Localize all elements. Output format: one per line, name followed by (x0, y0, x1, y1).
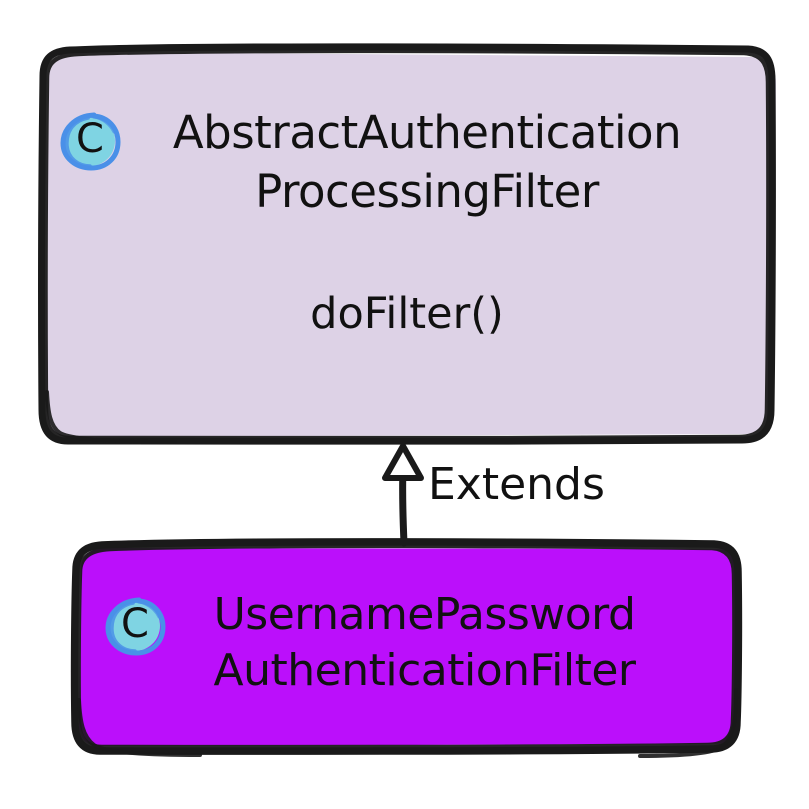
extends-arrowhead (382, 443, 424, 481)
class-stereotype-badge: C (58, 108, 122, 172)
class-node-abstract-authentication-processing-filter[interactable]: C AbstractAuthentication ProcessingFilte… (42, 48, 772, 440)
class-node-members: doFilter() (310, 289, 504, 339)
class-badge-letter: C (121, 601, 149, 647)
class-stereotype-badge: C (103, 593, 167, 657)
class-badge-letter: C (76, 116, 104, 162)
extends-connector-line (399, 464, 408, 547)
edge-label-extends: Extends (428, 459, 605, 510)
class-node-title: AbstractAuthentication ProcessingFilter (172, 106, 682, 218)
class-node-username-password-authentication-filter[interactable]: C UsernamePassword AuthenticationFilter (75, 543, 738, 748)
